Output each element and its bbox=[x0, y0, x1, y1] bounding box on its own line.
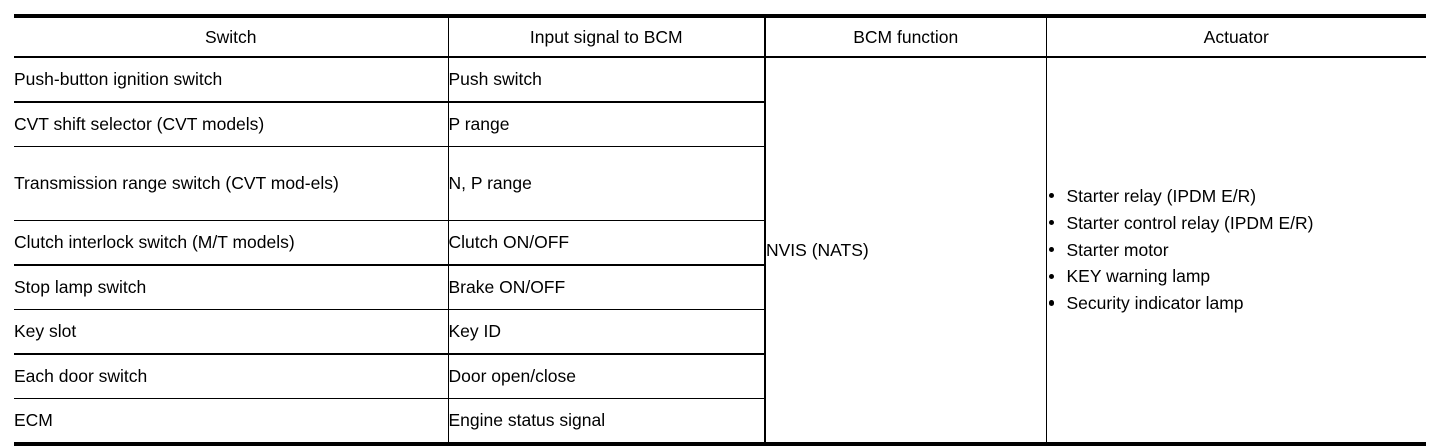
cell-switch: ECM bbox=[14, 398, 449, 444]
cell-input-signal: Push switch bbox=[448, 57, 766, 103]
cell-actuator: Starter relay (IPDM E/R) Starter control… bbox=[1046, 57, 1426, 444]
table-row: ECM Engine status signal bbox=[14, 398, 1426, 444]
actuator-label: Starter relay (IPDM E/R) bbox=[1066, 185, 1257, 206]
list-item: Security indicator lamp bbox=[1047, 291, 1427, 316]
table-row: Clutch interlock switch (M/T models) Clu… bbox=[14, 220, 1426, 266]
cell-switch: Push-button ignition switch bbox=[14, 57, 449, 103]
table-row: Push-button ignition switch Push switch … bbox=[14, 57, 1426, 444]
table-body: Push-button ignition switch Push switch … bbox=[14, 57, 1426, 444]
cell-switch: Transmission range switch (CVT mod-els) bbox=[14, 146, 449, 221]
table-row: CVT shift selector (CVT models) P range bbox=[14, 102, 1426, 147]
cell-bcm-function: NVIS (NATS) bbox=[765, 57, 1047, 444]
spec-table-container: Switch Input signal to BCM BCM function … bbox=[14, 14, 1426, 446]
actuator-label: Starter motor bbox=[1066, 239, 1169, 260]
cell-switch: Stop lamp switch bbox=[14, 265, 449, 310]
header-row: Switch Input signal to BCM BCM function … bbox=[14, 16, 1426, 58]
actuator-label: KEY warning lamp bbox=[1066, 266, 1211, 287]
cell-switch: CVT shift selector (CVT models) bbox=[14, 102, 449, 147]
actuator-label: Security indicator lamp bbox=[1066, 293, 1244, 314]
bullet-icon bbox=[1048, 192, 1054, 199]
cell-input-signal: Key ID bbox=[448, 309, 766, 355]
actuator-label: Starter control relay (IPDM E/R) bbox=[1066, 212, 1314, 233]
table-row: Stop lamp switch Brake ON/OFF bbox=[14, 265, 1426, 310]
cell-input-signal: Door open/close bbox=[448, 354, 766, 399]
list-item: Starter motor bbox=[1047, 238, 1427, 263]
table-header: Switch Input signal to BCM BCM function … bbox=[14, 16, 1426, 58]
cell-input-signal: Clutch ON/OFF bbox=[448, 220, 766, 266]
list-item: Starter control relay (IPDM E/R) bbox=[1047, 211, 1427, 236]
cell-switch: Key slot bbox=[14, 309, 449, 355]
actuator-list: Starter relay (IPDM E/R) Starter control… bbox=[1047, 184, 1427, 316]
list-item: KEY warning lamp bbox=[1047, 264, 1427, 289]
column-header-switch: Switch bbox=[14, 16, 449, 58]
cell-switch: Each door switch bbox=[14, 354, 449, 399]
table-row: Key slot Key ID bbox=[14, 309, 1426, 355]
table-row: Each door switch Door open/close bbox=[14, 354, 1426, 399]
cell-input-signal: P range bbox=[448, 102, 766, 147]
cell-switch: Clutch interlock switch (M/T models) bbox=[14, 220, 449, 266]
list-item: Starter relay (IPDM E/R) bbox=[1047, 184, 1427, 209]
table-row: Transmission range switch (CVT mod-els) … bbox=[14, 146, 1426, 221]
cell-input-signal: N, P range bbox=[448, 146, 766, 221]
bullet-icon bbox=[1048, 273, 1054, 280]
bullet-icon bbox=[1048, 300, 1054, 306]
column-header-actuator: Actuator bbox=[1046, 16, 1426, 58]
bullet-icon bbox=[1048, 246, 1054, 253]
column-header-bcm-function: BCM function bbox=[765, 16, 1047, 58]
bullet-icon bbox=[1048, 219, 1054, 226]
cell-input-signal: Brake ON/OFF bbox=[448, 265, 766, 310]
bcm-spec-table: Switch Input signal to BCM BCM function … bbox=[14, 14, 1426, 446]
cell-input-signal: Engine status signal bbox=[448, 398, 766, 444]
column-header-input-signal: Input signal to BCM bbox=[448, 16, 766, 58]
